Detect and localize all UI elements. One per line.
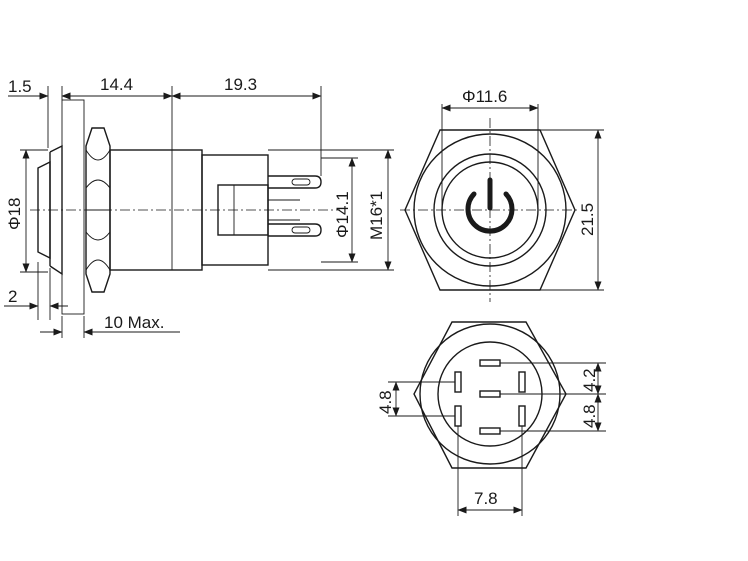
power-symbol-icon [465,177,515,234]
dim-panel-thickness: 1.5 [8,77,32,96]
pin-center [479,390,501,398]
side-view: 1.5 14.4 19.3 Φ18 Φ14.1 M16*1 2 10 [4,75,394,338]
pin-right-upper [518,371,526,393]
hex-nut [85,127,111,293]
dim-pin-spacing-right: 4.8 [580,404,599,428]
dim-body-length: 19.3 [224,75,257,94]
rear-hex-nut [413,321,567,469]
pin-right-lower [518,405,526,427]
dim-pin-pitch-bottom: 7.8 [474,489,498,508]
rear-pins [454,359,526,435]
rear-view: 4.2 4.8 4.8 7.8 [376,321,606,516]
pin-left-upper [454,371,462,393]
dim-across-flats: 21.5 [578,203,597,236]
dim-inner-diameter: Φ11.6 [462,87,507,106]
dim-bezel-thickness: 2 [8,287,17,306]
dim-pin-spacing-top: 4.2 [580,368,599,392]
pin-left-lower [454,405,462,427]
dim-panel-max: 10 Max. [104,313,164,332]
dim-terminal-width: Φ14.1 [333,191,352,238]
dim-front-to-nut: 14.4 [100,75,133,94]
dim-pin-spacing-left: 4.8 [376,390,395,414]
terminal-upper [268,175,322,189]
dim-cap-diameter: Φ18 [5,198,24,230]
mounting-panel [61,99,85,315]
pin-bottom [479,427,501,435]
pin-top [479,359,501,367]
terminal-lower [268,223,322,237]
front-view: Φ11.6 21.5 [400,87,604,302]
dim-thread: M16*1 [367,191,386,240]
